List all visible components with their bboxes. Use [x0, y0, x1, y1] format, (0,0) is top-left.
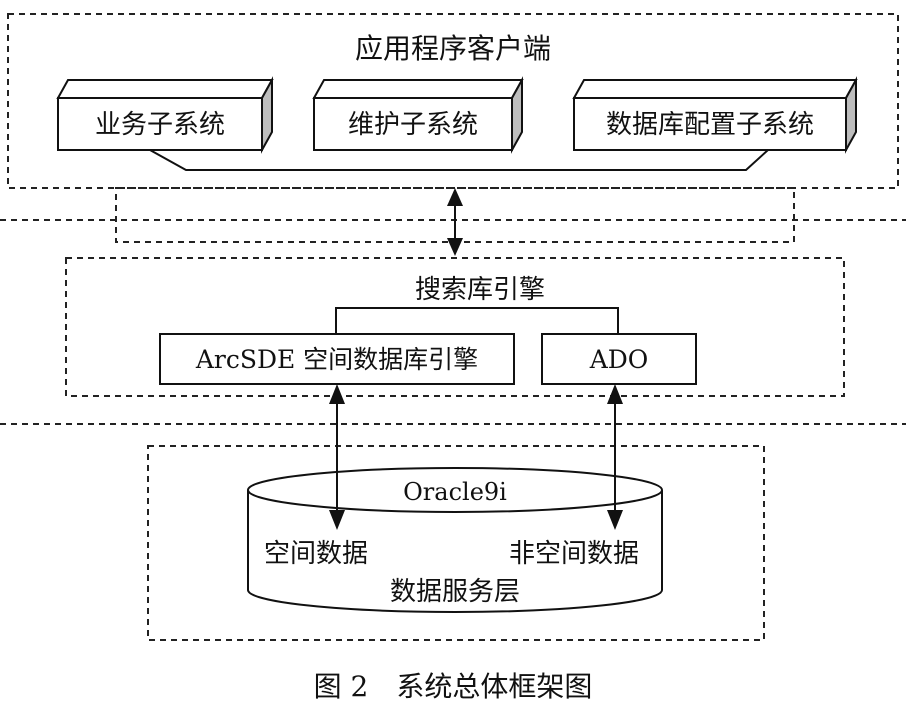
data-layer-border	[147, 445, 765, 641]
nonspatial-data-label: 非空间数据	[509, 539, 639, 569]
engine-layer-border	[65, 257, 845, 397]
spatial-data-label: 空间数据	[264, 539, 368, 569]
subsystem-db-config: 数据库配置子系统	[572, 76, 858, 154]
data-layer: Oracle9i 空间数据 非空间数据 数据服务层	[147, 445, 765, 641]
engine-layer: 搜索库引擎 ArcSDE 空间数据库引擎 ADO	[65, 257, 845, 397]
subsystem-db-config-label: 数据库配置子系统	[606, 110, 814, 140]
figure-caption: 图 2 系统总体框架图	[314, 670, 593, 703]
subsystem-maintenance-label: 维护子系统	[348, 110, 478, 140]
arcsde-box	[159, 333, 515, 385]
arcsde-data-arrow	[329, 384, 345, 530]
engine-layer-title: 搜索库引擎	[415, 275, 545, 305]
client-layer-title: 应用程序客户端	[355, 32, 551, 65]
engine-bracket	[335, 307, 619, 334]
ado-label: ADO	[589, 345, 649, 374]
subsystem-business: 业务子系统	[56, 76, 274, 154]
client-layer: 应用程序客户端 业务子系统 维护子系统 数据库配置子系统	[7, 13, 899, 189]
subsystem-connector	[149, 149, 769, 171]
client-engine-arrow	[447, 188, 463, 256]
subsystem-maintenance: 维护子系统	[312, 76, 524, 154]
database-cylinder	[247, 467, 663, 613]
subsystem-business-label: 业务子系统	[95, 110, 225, 140]
client-layer-border	[7, 13, 899, 189]
ado-data-arrow	[607, 384, 623, 530]
data-layer-title: 数据服务层	[390, 577, 520, 607]
database-label: Oracle9i	[403, 478, 507, 506]
arcsde-label: ArcSDE 空间数据库引擎	[195, 345, 478, 374]
ado-box	[541, 333, 697, 385]
